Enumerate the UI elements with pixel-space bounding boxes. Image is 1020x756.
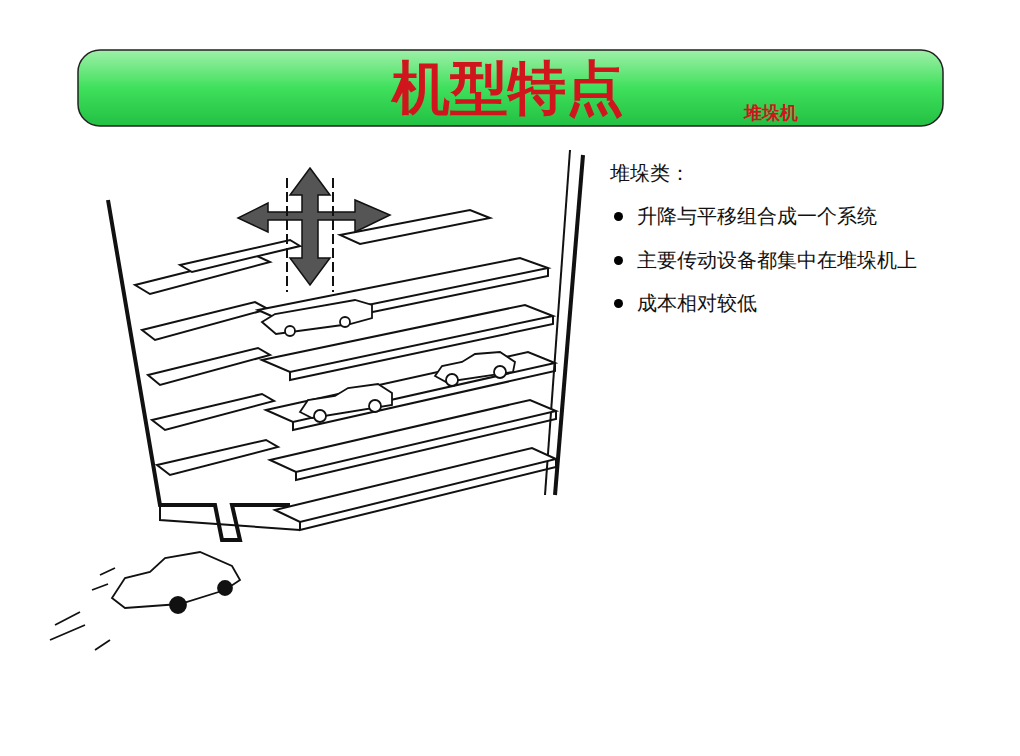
four-way-arrow xyxy=(238,168,390,292)
slide-title: 机型特点 xyxy=(392,52,624,124)
bullet-text: 升降与平移组合成一个系统 xyxy=(637,203,877,229)
bullet-text: 成本相对较低 xyxy=(637,290,757,316)
bullet-dot xyxy=(614,299,623,308)
subtitle-tag: 堆垛机 xyxy=(744,100,798,126)
bullet-dot xyxy=(614,256,623,265)
parking-building xyxy=(108,150,583,540)
bullet-text: 主要传动设备都集中在堆垛机上 xyxy=(637,247,917,273)
title-banner xyxy=(78,50,943,126)
cars xyxy=(50,300,515,650)
section-heading: 堆垛类： xyxy=(610,160,690,186)
bullet-dot xyxy=(614,212,623,221)
